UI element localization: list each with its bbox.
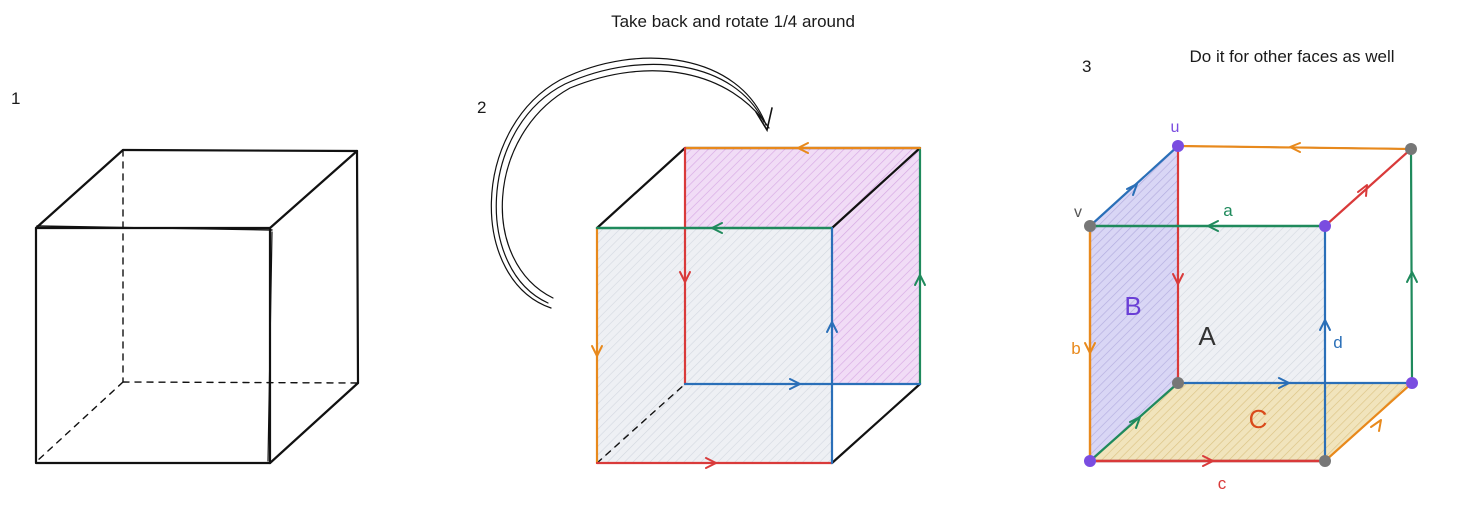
step1-hidden-edge bbox=[122, 381, 359, 384]
step3-red-edge-diag bbox=[1323, 147, 1413, 228]
step1-sketch-stroke bbox=[267, 231, 273, 462]
step2-orange-arrow bbox=[591, 345, 603, 357]
vertex bbox=[1319, 455, 1331, 467]
step1-number: 1 bbox=[11, 89, 20, 108]
edge-label-d: d bbox=[1333, 333, 1342, 352]
step1-cube bbox=[34, 148, 360, 465]
step3-vertices bbox=[1084, 140, 1418, 467]
step2-green-arrow bbox=[711, 222, 723, 234]
step2-group: Take back and rotate 1/4 around 2 bbox=[477, 12, 926, 469]
step2-front-face bbox=[597, 228, 832, 463]
edge-label-a: a bbox=[1223, 201, 1233, 220]
step1-edge bbox=[268, 381, 360, 465]
step3-orange-edge-diag bbox=[1323, 381, 1414, 463]
edge-label-c: c bbox=[1218, 474, 1227, 493]
vertex-label-v: v bbox=[1074, 204, 1082, 221]
step2-edge bbox=[595, 146, 687, 230]
step3-green-arrow bbox=[1129, 416, 1141, 429]
vertex bbox=[1406, 377, 1418, 389]
step3-caption: Do it for other faces as well bbox=[1189, 47, 1394, 66]
step2-edge bbox=[830, 382, 922, 465]
step2-hidden-edge bbox=[596, 383, 686, 464]
step1-group: 1 bbox=[11, 89, 360, 465]
step2-red-arrow bbox=[705, 457, 717, 469]
step3-green-arrow bbox=[1207, 220, 1219, 232]
step3-number: 3 bbox=[1082, 57, 1091, 76]
step3-green-edge-right bbox=[1409, 147, 1414, 385]
face-label-B: B bbox=[1124, 291, 1141, 321]
step3-group: Do it for other faces as well 3 bbox=[1071, 47, 1418, 493]
step3-orange-edge-top bbox=[1176, 144, 1413, 151]
vertex-label-u: u bbox=[1171, 119, 1180, 136]
step1-edge bbox=[268, 149, 359, 230]
step3-edges bbox=[1084, 142, 1418, 467]
step3-face-B bbox=[1090, 146, 1178, 461]
step3-green-edge-diag bbox=[1088, 381, 1180, 463]
step2-blue-arrow bbox=[789, 378, 801, 390]
vertex bbox=[1405, 143, 1417, 155]
step1-sketch-stroke bbox=[36, 225, 273, 231]
edge-label-b: b bbox=[1071, 339, 1080, 358]
step3-orange-arrow bbox=[1084, 342, 1096, 354]
step2-edges bbox=[591, 142, 926, 469]
rotate-arrow bbox=[490, 57, 773, 309]
step2-edge bbox=[830, 146, 922, 230]
face-label-C: C bbox=[1249, 404, 1268, 434]
step3-green-arrow bbox=[1406, 271, 1418, 283]
vertex bbox=[1172, 377, 1184, 389]
step1-hidden-edge bbox=[35, 381, 124, 463]
step3-orange-arrow bbox=[1289, 142, 1301, 153]
vertex-u bbox=[1172, 140, 1184, 152]
face-label-A: A bbox=[1198, 321, 1216, 351]
step2-caption: Take back and rotate 1/4 around bbox=[611, 12, 855, 31]
vertex bbox=[1084, 455, 1096, 467]
step1-front-face bbox=[34, 226, 272, 465]
step3-blue-arrow bbox=[1278, 377, 1290, 389]
step1-edge bbox=[121, 148, 359, 153]
step1-edge bbox=[34, 148, 125, 230]
step2-orange-arrow bbox=[797, 142, 809, 154]
vertex-v bbox=[1084, 220, 1096, 232]
step2-red-arrow bbox=[679, 271, 691, 283]
step3-blue-arrow bbox=[1126, 183, 1138, 196]
step1-edge bbox=[355, 149, 360, 385]
step3-blue-arrow bbox=[1319, 319, 1331, 331]
step2-blue-arrow bbox=[826, 321, 838, 333]
vertex bbox=[1319, 220, 1331, 232]
step2-green-arrow bbox=[914, 274, 926, 286]
step3-red-arrow bbox=[1172, 273, 1184, 285]
step2-number: 2 bbox=[477, 98, 486, 117]
step3-red-arrow bbox=[1357, 184, 1368, 197]
step3-orange-arrow bbox=[1370, 419, 1382, 432]
step3-face-C bbox=[1090, 383, 1412, 461]
step3-red-arrow bbox=[1202, 455, 1214, 467]
